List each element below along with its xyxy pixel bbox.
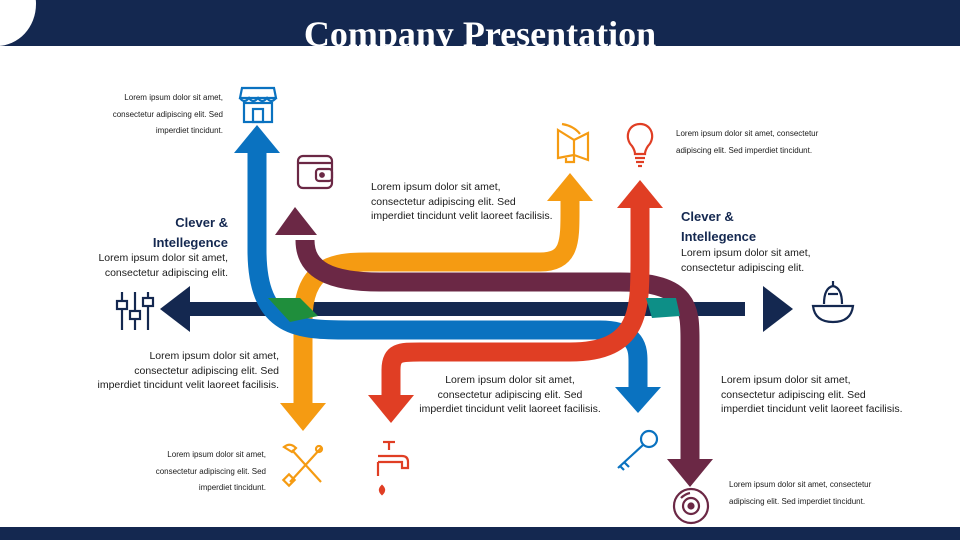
left-mid-text: Lorem ipsum dolor sit amet, consectetur … <box>97 350 280 391</box>
header-bar <box>0 0 960 46</box>
slide-title: Company Presentation <box>303 14 657 46</box>
maroon-arrow-head-bottom <box>667 459 713 487</box>
overlap-teal-right <box>646 298 680 318</box>
store-icon <box>238 86 278 124</box>
overlap-green-left <box>268 298 318 322</box>
blue-arrow-head-top <box>234 125 280 153</box>
footer-bar <box>0 527 960 540</box>
clever-left-heading: Clever & Intellegence <box>152 215 228 250</box>
faucet-icon <box>376 440 410 496</box>
disc-text: Lorem ipsum dolor sit amet, consectetur … <box>729 480 872 506</box>
center-bottom-text: Lorem ipsum dolor sit amet, consectetur … <box>419 374 601 415</box>
tools-text: Lorem ipsum dolor sit amet, consectetur … <box>155 450 266 492</box>
clever-left-body: Lorem ipsum dolor sit amet, consectetur … <box>98 252 228 279</box>
maroon-arrow <box>295 239 700 462</box>
store-text: Lorem ipsum dolor sit amet, consectetur … <box>112 93 223 135</box>
maroon-arrow-head-top <box>275 207 317 235</box>
right-mid-text: Lorem ipsum dolor sit amet, consectetur … <box>721 374 903 415</box>
orange-arrow-head-bottom <box>280 403 326 431</box>
blue-arrow <box>247 152 648 388</box>
sliders-icon <box>115 292 155 330</box>
clever-right-heading: Clever & Intellegence <box>681 209 757 244</box>
juicer-icon <box>811 281 855 324</box>
red-arrow-head-bottom <box>368 395 414 423</box>
wallet-icon <box>296 154 334 190</box>
disc-icon <box>672 487 710 525</box>
orange-arrow-head-top <box>547 173 593 201</box>
orange-arrow <box>293 200 580 405</box>
key-icon <box>617 429 659 471</box>
tools-icon <box>281 443 324 488</box>
wallet-text: Lorem ipsum dolor sit amet, consectetur … <box>371 181 553 222</box>
blue-arrow-head-bottom <box>615 387 661 413</box>
red-arrow-head-top <box>617 180 663 208</box>
clever-right-body: Lorem ipsum dolor sit amet, consectetur … <box>681 247 811 274</box>
red-arrow <box>381 205 650 395</box>
megaphone-icon <box>556 122 590 164</box>
navy-horizontal-arrow <box>160 286 793 332</box>
bulb-text: Lorem ipsum dolor sit amet, consectetur … <box>676 129 819 155</box>
lightbulb-icon <box>626 122 654 168</box>
